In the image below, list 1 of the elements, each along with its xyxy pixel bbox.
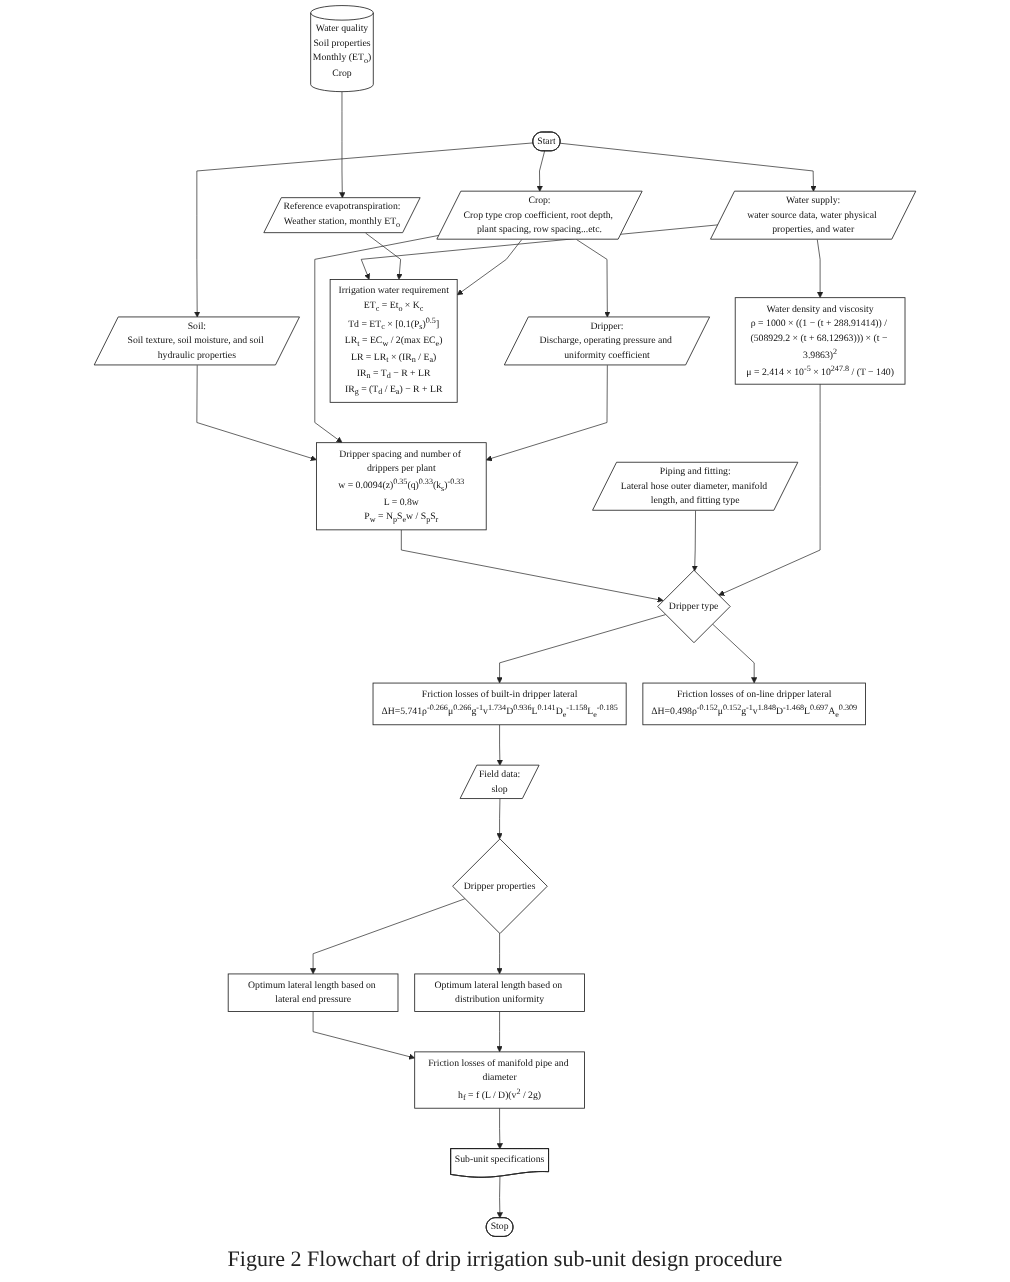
figure-caption: Figure 2 Flowchart of drip irrigation sub-unit design procedure	[227, 1248, 783, 1272]
